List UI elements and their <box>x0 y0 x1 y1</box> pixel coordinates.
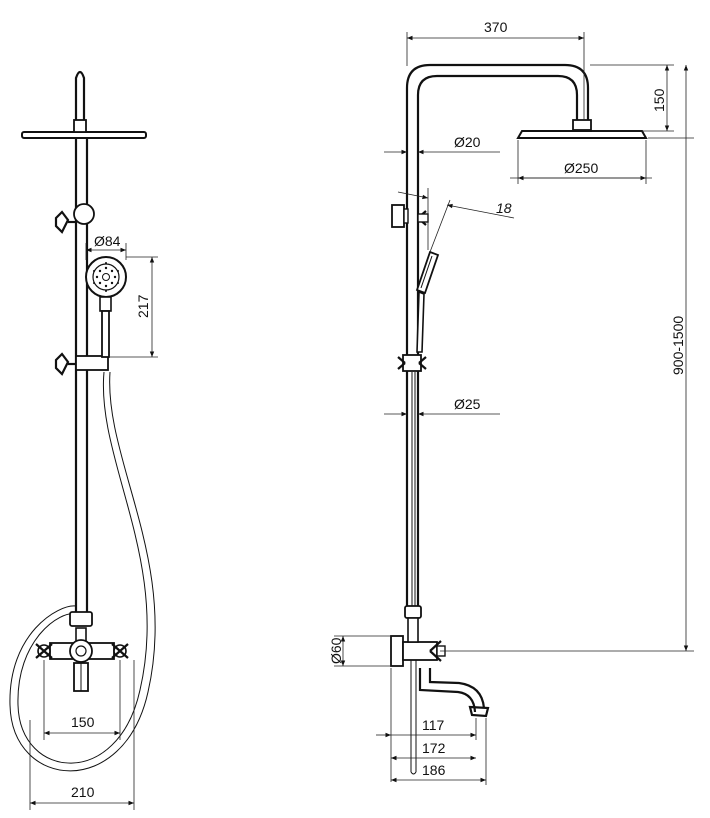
front-diverter-nut <box>69 611 93 627</box>
dim-overall-width: 210 <box>71 784 95 800</box>
side-riser-arm-outer <box>405 63 590 612</box>
side-hand-shower <box>415 250 440 353</box>
front-arm-top <box>74 70 86 120</box>
dim-spout-172: 172 <box>422 740 446 756</box>
dim-head-diameter: Ø250 <box>564 160 598 176</box>
dim-arm-height: 150 <box>651 88 667 112</box>
dim-mixer-spacing: 150 <box>71 714 95 730</box>
side-riser-arm-inner <box>416 74 579 612</box>
front-head-connector <box>73 119 87 133</box>
dim-spout-117: 117 <box>422 717 445 733</box>
front-view <box>9 70 156 772</box>
side-slider <box>397 354 427 372</box>
dim-arm-reach: 370 <box>484 19 508 35</box>
dim-pipe-lower-diameter: Ø25 <box>454 396 481 412</box>
side-diverter-nut <box>404 605 422 619</box>
side-shower-head <box>516 130 648 139</box>
front-hand-shower <box>85 256 127 358</box>
side-head-connector <box>572 119 592 131</box>
dim-handshower-diameter: Ø84 <box>94 233 121 249</box>
front-dimensions: Ø84 217 150 210 <box>29 233 158 810</box>
side-mixer <box>390 617 490 775</box>
dim-pipe-upper-diameter: Ø20 <box>454 134 481 150</box>
front-hose-inner <box>9 371 156 772</box>
front-slider <box>54 352 109 376</box>
dim-handshower-height: 217 <box>135 294 151 318</box>
front-mixer <box>35 627 129 692</box>
front-hose-outer <box>17 371 148 764</box>
dim-hand-angle: 18 <box>496 200 512 216</box>
front-upper-bracket <box>54 203 95 234</box>
dim-height-range: 900-1500 <box>670 316 686 375</box>
side-upper-bracket <box>391 204 429 228</box>
side-dimensions: 370 150 Ø20 Ø250 18 Ø25 900-1500 <box>328 19 694 785</box>
dim-mixer-body-diameter: Ø60 <box>328 637 344 664</box>
dim-spout-186: 186 <box>422 762 446 778</box>
side-view <box>390 63 648 775</box>
